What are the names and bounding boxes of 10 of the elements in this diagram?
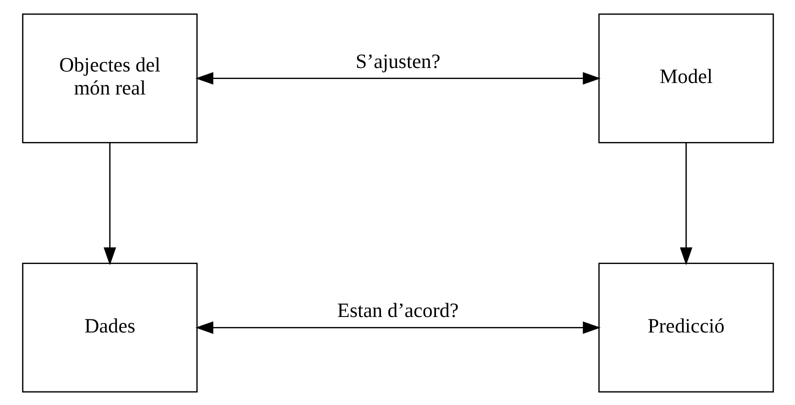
arrow — [194, 72, 600, 84]
node-box: Model — [598, 12, 774, 143]
node-box: Objectes del món real — [22, 12, 198, 143]
arrow — [679, 142, 692, 265]
node-box: Predicció — [598, 262, 774, 392]
node-box: Dades — [22, 262, 198, 392]
edge-label: S’ajusten? — [355, 50, 440, 72]
arrow — [194, 320, 600, 334]
arrow — [103, 142, 116, 265]
edge-label: Estan d’acord? — [336, 300, 458, 322]
